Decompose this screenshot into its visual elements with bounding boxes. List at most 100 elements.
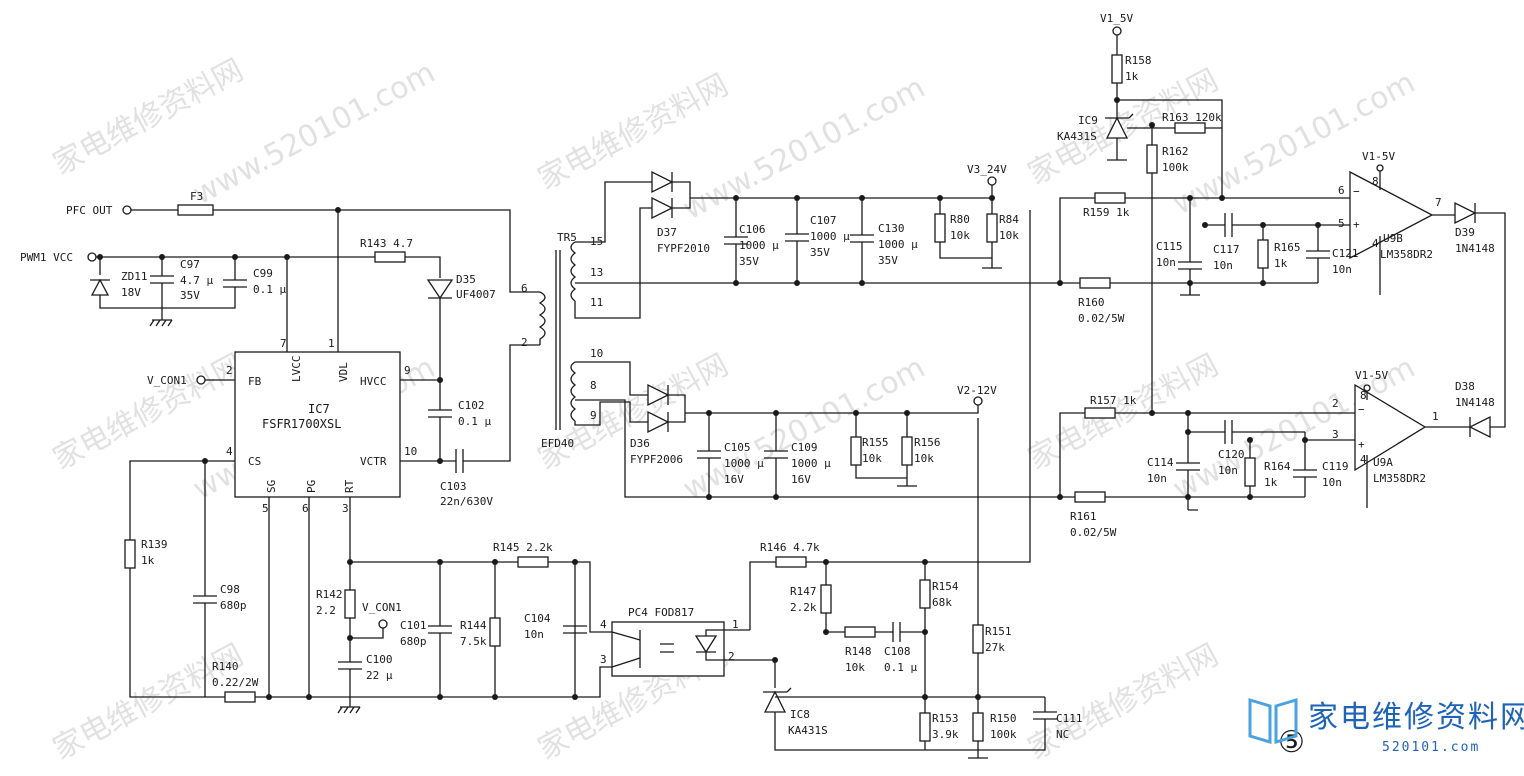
resistor-r161 [1074, 491, 1106, 503]
label-r157: R157 1k [1090, 394, 1137, 407]
resistor-r150 [972, 712, 984, 742]
watermark-cn: 家电维修资料网 [47, 53, 249, 182]
watermark-cn: 家电维修资料网 [47, 638, 249, 767]
label-c102-val: 0.1 μ [458, 415, 491, 428]
resistor-r139 [124, 539, 136, 569]
label-ic9: IC9 [1078, 114, 1098, 127]
tr5-pin-13: 13 [590, 266, 603, 279]
ic7-pin-pg: PG [305, 480, 318, 493]
tr5-pin-10: 10 [590, 347, 603, 360]
label-ic8: IC8 [790, 708, 810, 721]
label-c100: C100 [366, 653, 393, 666]
label-d37: D37 [657, 226, 677, 239]
label-c109: C109 [791, 441, 818, 454]
label-c100-val: 22 μ [366, 669, 393, 682]
page-number: ⑤ [1278, 725, 1305, 760]
ic7-pinnum-2: 2 [226, 364, 233, 377]
label-r160-val: 0.02/5W [1078, 312, 1125, 325]
logo-book-icon [1248, 697, 1298, 745]
label-r162: R162 [1162, 145, 1189, 158]
regulator-ic9 [1105, 116, 1129, 139]
watermark-cn: 家电维修资料网 [1022, 348, 1224, 477]
resistor-r162 [1146, 144, 1158, 174]
u9a-plus: + [1358, 438, 1365, 451]
tr5-pin-11: 11 [590, 296, 603, 309]
label-r163: R163 120k [1162, 111, 1222, 124]
label-r140: R140 [212, 660, 239, 673]
label-v3: V3_24V [967, 163, 1007, 176]
label-v1-u9b: V1-5V [1362, 150, 1395, 163]
label-r84-val: 10k [999, 229, 1019, 242]
resistor-r147 [820, 584, 832, 614]
label-c107-v: 35V [810, 246, 830, 259]
label-c119-val: 10n [1322, 476, 1342, 489]
ic7-pinnum-3: 3 [342, 502, 349, 515]
pc4-pin-3: 3 [600, 653, 607, 666]
resistor-r156 [901, 436, 913, 466]
label-c108-val: 0.1 μ [884, 661, 917, 674]
watermark-cn: 家电维修资料网 [532, 68, 734, 197]
label-c97-val: 4.7 μ [180, 274, 213, 287]
ic7-pin-lvcc: LVCC [290, 356, 303, 383]
u9b-pin-7: 7 [1435, 196, 1442, 209]
u9a-minus: − [1358, 403, 1365, 416]
label-c115: C115 [1156, 240, 1183, 253]
u9a-pin-3: 3 [1332, 428, 1339, 441]
pc4-pin-4: 4 [600, 618, 607, 631]
label-efd40: EFD40 [541, 437, 574, 450]
label-c130-v: 35V [878, 254, 898, 267]
label-d36-val: FYPF2006 [630, 453, 683, 466]
label-r144: R144 [460, 619, 487, 632]
u9a-pin-1: 1 [1432, 410, 1439, 423]
ic7-body [234, 351, 401, 498]
label-zd11: ZD11 [121, 270, 148, 283]
label-c117: C117 [1213, 243, 1240, 256]
opamp-u9b [1349, 170, 1434, 260]
watermark-cn: 家电维修资料网 [47, 348, 249, 477]
resistor-r143 [374, 251, 406, 263]
label-r165-val: 1k [1274, 257, 1288, 270]
pc4-pin-1: 1 [732, 618, 739, 631]
diode-d37-b [651, 196, 674, 220]
label-c102: C102 [458, 399, 485, 412]
label-c120-val: 10n [1218, 464, 1238, 477]
label-r145: R145 2.2k [493, 541, 553, 554]
label-r142-val: 2.2 [316, 604, 336, 617]
label-c101-val: 680p [400, 635, 427, 648]
label-c104-val: 10n [524, 628, 544, 641]
diode-d36-b [647, 410, 670, 434]
label-u9b-val: LM358DR2 [1380, 248, 1433, 261]
opamp-u9a [1354, 383, 1427, 472]
label-r153: R153 [932, 712, 959, 725]
u9b-pin-6: 6 [1338, 184, 1345, 197]
ic7-pinnum-4: 4 [226, 445, 233, 458]
label-c119: C119 [1322, 460, 1349, 473]
label-r155-val: 10k [862, 452, 882, 465]
label-c121: C121 [1332, 247, 1359, 260]
label-d38: D38 [1455, 380, 1475, 393]
ic7-pin-sg: SG [265, 480, 278, 493]
label-r80-val: 10k [950, 229, 970, 242]
label-r164-val: 1k [1264, 476, 1278, 489]
label-c130: C130 [878, 222, 905, 235]
label-r143: R143 4.7 [360, 237, 413, 250]
label-u9a-val: LM358DR2 [1373, 472, 1426, 485]
u9b-pin-8: 8 [1372, 175, 1379, 188]
zener-zd11 [90, 278, 110, 296]
tr5-pin-6: 6 [521, 282, 528, 295]
label-v1-top: V1_5V [1100, 12, 1133, 25]
resistor-r154 [919, 579, 931, 609]
label-d35: D35 [456, 273, 476, 286]
label-r139-val: 1k [141, 554, 155, 567]
u9b-minus: − [1353, 185, 1360, 198]
label-d39-val: 1N4148 [1455, 242, 1495, 255]
label-c107-val: 1000 μ [810, 230, 850, 243]
resistor-r159 [1094, 192, 1126, 204]
label-c101: C101 [400, 619, 427, 632]
label-c106: C106 [739, 223, 766, 236]
ic7-pinnum-9: 9 [404, 364, 411, 377]
label-r80: R80 [950, 213, 970, 226]
label-c114-val: 10n [1147, 472, 1167, 485]
ic7-ref: IC7 [308, 402, 330, 416]
